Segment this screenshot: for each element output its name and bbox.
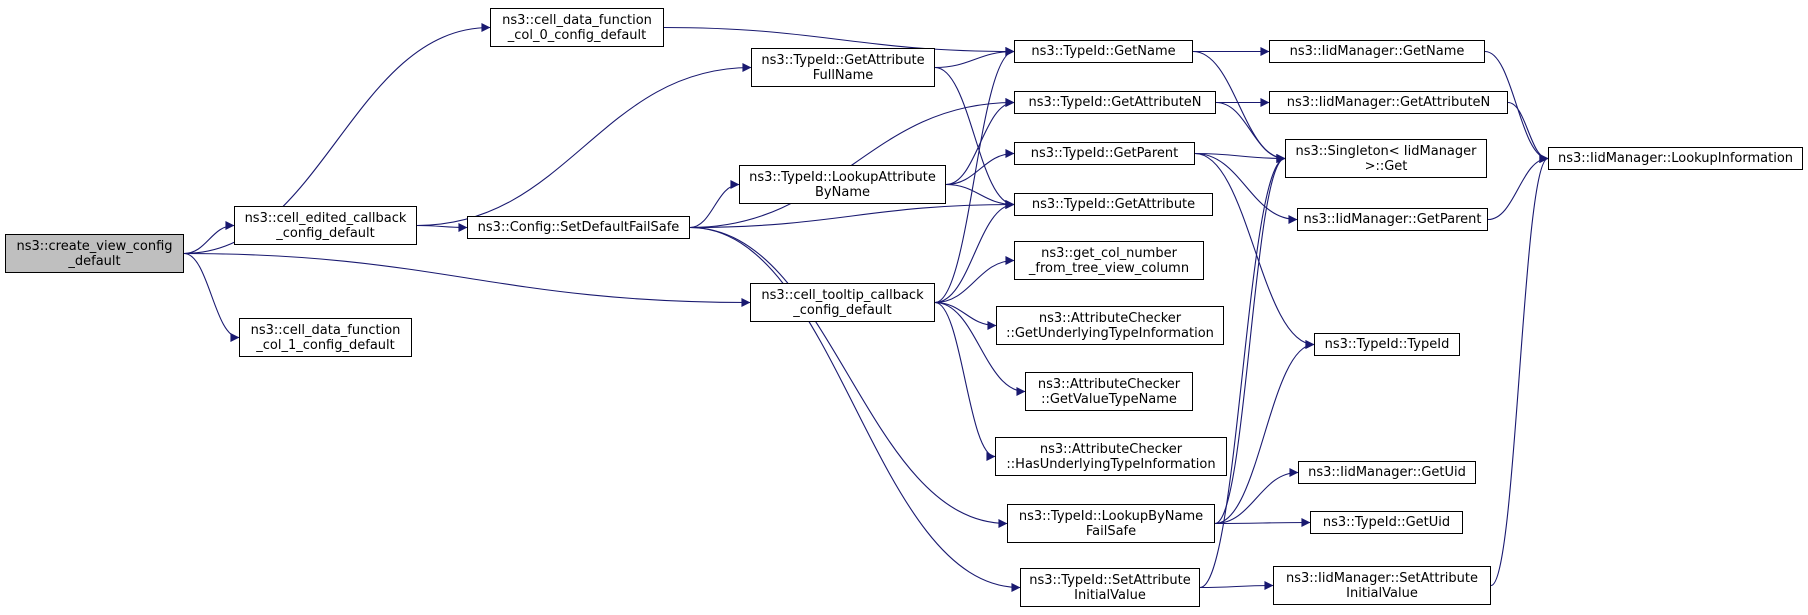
node-label-line: ByName: [815, 184, 870, 200]
edge-tooltip-to-getcol: [934, 256, 1015, 304]
edge-getattrn-to-singleton: [1215, 101, 1286, 163]
node-label-line: FullName: [812, 67, 874, 83]
node-label-line: >::Get: [1364, 158, 1408, 174]
node-iidgetuid[interactable]: ns3::IidManager::GetUid: [1298, 461, 1476, 484]
edge-lookupattr-to-getparent: [945, 149, 1015, 186]
node-label-line: ::HasUnderlyingTypeInformation: [1006, 456, 1216, 472]
node-label-line: FailSafe: [1085, 523, 1137, 539]
node-acunder[interactable]: ns3::AttributeChecker::GetUnderlyingType…: [996, 306, 1224, 345]
node-getattrn[interactable]: ns3::TypeId::GetAttributeN: [1014, 91, 1216, 114]
node-label-line: InitialValue: [1074, 587, 1146, 603]
edge-setinit-to-singleton: [1199, 154, 1286, 589]
node-singleton[interactable]: ns3::Singleton< IidManager>::Get: [1285, 139, 1487, 178]
node-label-line: _col_1_config_default: [256, 337, 395, 353]
node-label-line: ns3::TypeId::GetUid: [1322, 515, 1451, 530]
node-getname[interactable]: ns3::TypeId::GetName: [1014, 40, 1193, 63]
edge-lookupname-to-typeid: [1214, 340, 1315, 525]
edge-cdf0-to-getname: [663, 26, 1015, 56]
edge-tooltip-to-achas: [934, 301, 996, 461]
edge-tooltip-to-getname: [934, 47, 1015, 304]
edge-setdefault-to-lookupname: [689, 226, 1008, 528]
node-label-line: ns3::TypeId::GetParent: [1030, 146, 1179, 161]
node-cdf1[interactable]: ns3::cell_data_function_col_1_config_def…: [239, 318, 412, 357]
node-iidgetattrn[interactable]: ns3::IidManager::GetAttributeN: [1269, 91, 1508, 114]
node-tooltip[interactable]: ns3::cell_tooltip_callback_config_defaul…: [750, 283, 935, 322]
node-getuid[interactable]: ns3::TypeId::GetUid: [1310, 511, 1463, 534]
edge-lookupname-to-getuid: [1214, 518, 1311, 528]
node-label-line: ns3::TypeId::GetName: [1031, 44, 1176, 59]
node-label-line: ns3::IidManager::SetAttribute: [1285, 570, 1478, 586]
node-label-line: _from_tree_view_column: [1028, 260, 1190, 276]
node-label-line: ns3::TypeId::GetAttributeN: [1028, 95, 1202, 110]
node-label-line: _config_default: [793, 302, 892, 318]
node-label-line: InitialValue: [1346, 585, 1418, 601]
node-edited[interactable]: ns3::cell_edited_callback_config_default: [234, 206, 417, 245]
node-label-line: ns3::IidManager::GetUid: [1308, 465, 1466, 480]
node-label-line: ns3::IidManager::GetParent: [1303, 212, 1482, 227]
node-acvalue[interactable]: ns3::AttributeChecker::GetValueTypeName: [1025, 372, 1193, 411]
edge-getparent-to-typeid: [1194, 152, 1315, 349]
node-label-line: ns3::AttributeChecker: [1037, 376, 1181, 392]
edge-tooltip-to-acvalue: [934, 301, 1026, 396]
edge-getparent-to-iidgetparent: [1194, 152, 1298, 224]
node-iidgetparent[interactable]: ns3::IidManager::GetParent: [1297, 208, 1488, 231]
node-label-line: ns3::TypeId::SetAttribute: [1029, 572, 1191, 588]
edge-setdefault-to-setinit: [689, 226, 1021, 592]
edge-create_view-to-cdf1: [183, 252, 240, 342]
edge-create_view-to-edited: [183, 221, 235, 255]
node-label-line: ns3::cell_tooltip_callback: [761, 287, 924, 303]
node-label-line: ns3::cell_data_function: [502, 12, 652, 28]
edge-tooltip-to-getattr: [934, 200, 1015, 304]
node-getattr[interactable]: ns3::TypeId::GetAttribute: [1014, 193, 1213, 216]
edge-edited-to-setdefault: [416, 222, 468, 232]
node-label-line: _config_default: [276, 225, 375, 241]
node-label-line: ns3::cell_edited_callback: [244, 210, 407, 226]
edge-create_view-to-tooltip: [183, 252, 751, 307]
node-label-line: ns3::IidManager::LookupInformation: [1557, 151, 1794, 166]
node-label-line: ns3::create_view_config: [16, 238, 173, 254]
node-create-view: ns3::create_view_config_default: [5, 234, 184, 273]
edge-setdefault-to-lookupattr: [689, 180, 740, 229]
node-cdf0[interactable]: ns3::cell_data_function_col_0_config_def…: [490, 8, 664, 47]
edge-getparent-to-singleton: [1194, 152, 1286, 163]
edge-getattrfull-to-getname: [934, 47, 1015, 69]
node-label-line: ns3::AttributeChecker: [1038, 310, 1182, 326]
node-label-line: ns3::get_col_number: [1041, 245, 1177, 261]
node-iidgetname[interactable]: ns3::IidManager::GetName: [1269, 40, 1485, 63]
node-setdefault[interactable]: ns3::Config::SetDefaultFailSafe: [467, 216, 690, 239]
node-label-line: ns3::TypeId::GetAttribute: [761, 52, 925, 68]
edge-getattrfull-to-getattr: [934, 66, 1015, 209]
edge-lookupname-to-iidgetuid: [1214, 468, 1299, 525]
node-achas[interactable]: ns3::AttributeChecker::HasUnderlyingType…: [995, 437, 1227, 476]
node-label-line: ns3::TypeId::LookupByName: [1018, 508, 1204, 524]
node-label-line: ns3::Config::SetDefaultFailSafe: [477, 220, 680, 235]
node-label-line: ns3::TypeId::GetAttribute: [1031, 197, 1196, 212]
node-getcol[interactable]: ns3::get_col_number_from_tree_view_colum…: [1014, 241, 1204, 280]
node-label-line: ns3::AttributeChecker: [1039, 441, 1183, 457]
node-label-line: ns3::IidManager::GetAttributeN: [1286, 95, 1491, 110]
node-label-line: ns3::TypeId::TypeId: [1324, 337, 1450, 352]
node-label-line: ::GetValueTypeName: [1041, 391, 1177, 407]
node-label-line: ns3::IidManager::GetName: [1289, 44, 1465, 59]
node-typeid[interactable]: ns3::TypeId::TypeId: [1314, 333, 1460, 356]
edge-setdefault-to-getattr: [689, 200, 1015, 229]
node-lookupinfo[interactable]: ns3::IidManager::LookupInformation: [1548, 147, 1803, 170]
edge-iidsetinit-to-lookupinfo: [1490, 154, 1549, 587]
edge-setinit-to-iidsetinit: [1199, 581, 1274, 591]
node-getparent[interactable]: ns3::TypeId::GetParent: [1014, 142, 1195, 165]
edge-iidgetname-to-lookupinfo: [1484, 50, 1549, 163]
node-label-line: _default: [68, 253, 121, 269]
node-label-line: ::GetUnderlyingTypeInformation: [1006, 325, 1214, 341]
node-label-line: ns3::TypeId::LookupAttribute: [749, 169, 936, 185]
node-label-line: ns3::cell_data_function: [250, 322, 401, 338]
node-label-line: _col_0_config_default: [507, 27, 647, 43]
node-label-line: ns3::Singleton< IidManager: [1295, 143, 1477, 159]
